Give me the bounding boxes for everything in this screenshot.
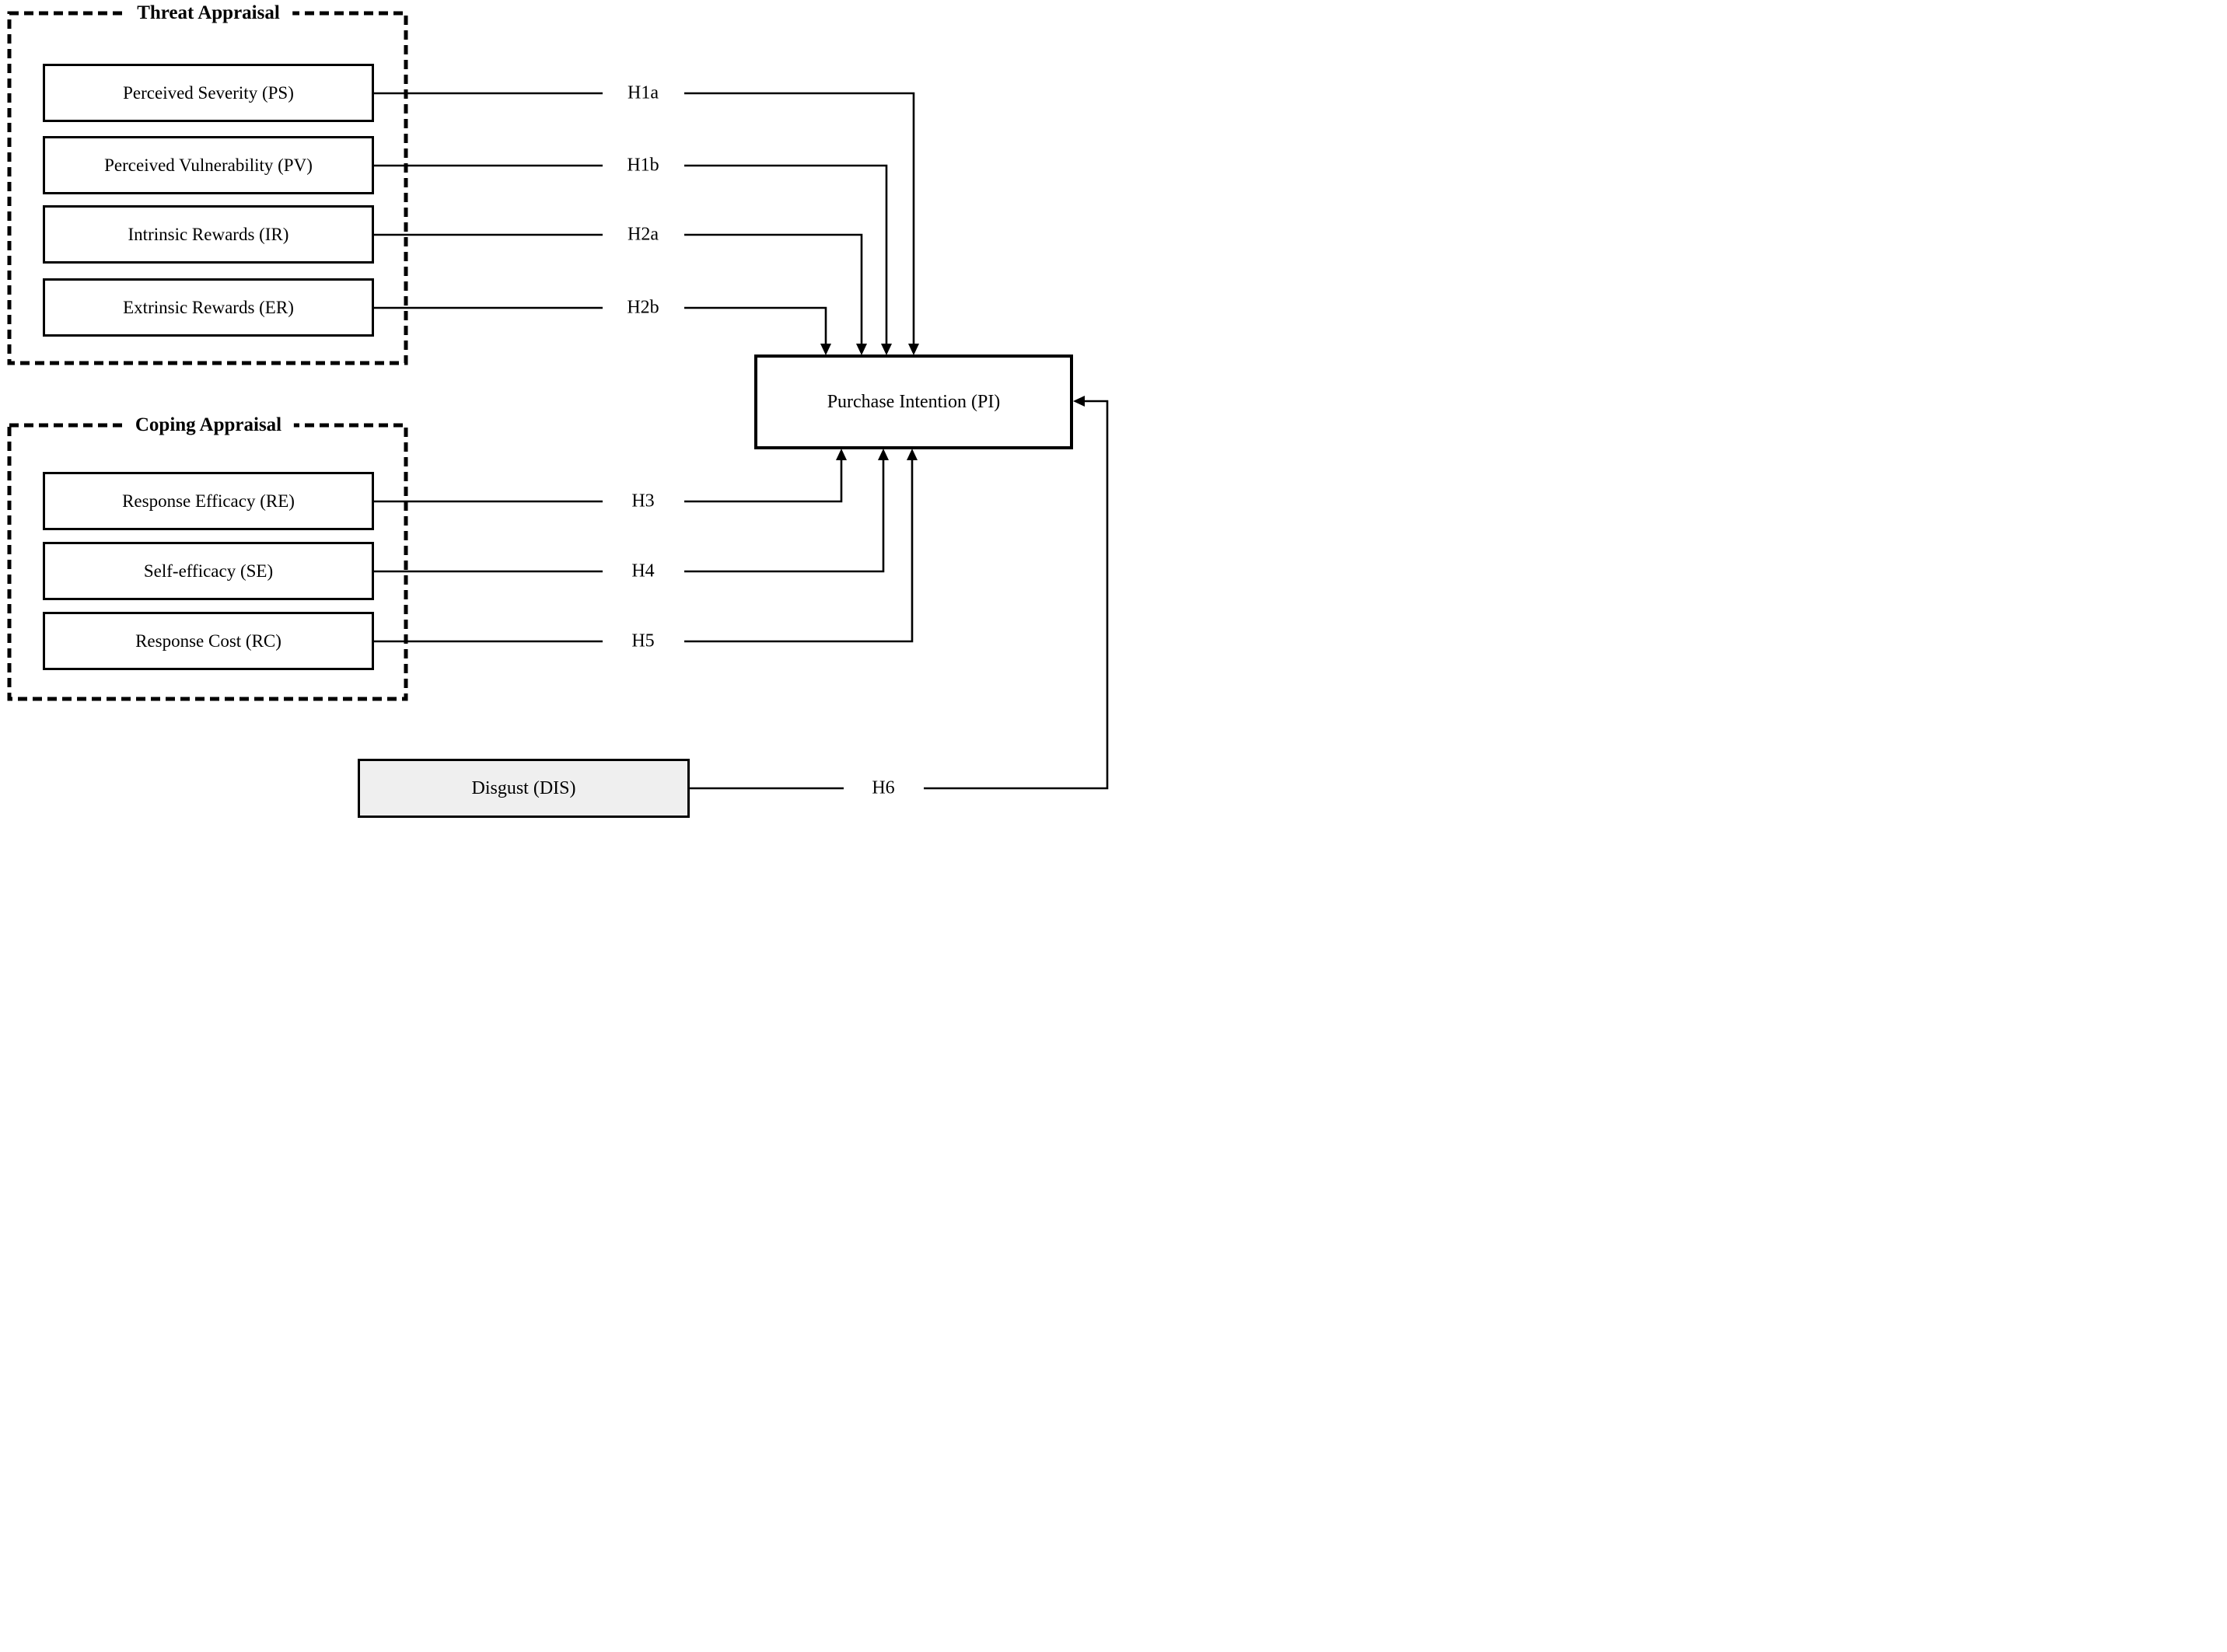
arrowhead-h5 [907,449,918,460]
box-perceived-severity: Perceived Severity (PS) [43,64,374,122]
arrowhead-h1b [881,344,892,355]
threat-group-title: Threat Appraisal [124,2,292,24]
hypothesis-label-h1b: H1b [624,155,663,176]
box-response-cost: Response Cost (RC) [43,612,374,670]
connector-h5 [374,449,918,643]
box-disgust: Disgust (DIS) [358,759,690,818]
box-label: Extrinsic Rewards (ER) [123,297,294,317]
box-label: Purchase Intention (PI) [827,391,1001,412]
box-label: Disgust (DIS) [471,777,576,798]
box-label: Response Cost (RC) [135,630,281,651]
connector-h2a [374,233,867,355]
connector-h1b [374,164,892,355]
arrowhead-h3 [836,449,847,460]
connector-layer [7,11,1109,790]
box-label: Response Efficacy (RE) [122,491,295,511]
box-label: Perceived Severity (PS) [123,82,294,103]
hypothesis-label-h2b: H2b [624,297,663,319]
arrowhead-h1a [908,344,919,355]
box-label: Intrinsic Rewards (IR) [128,224,289,244]
connector-h1a [374,92,919,355]
hypothesis-label-h3: H3 [628,491,658,512]
box-perceived-vulnerability: Perceived Vulnerability (PV) [43,136,374,194]
box-response-efficacy: Response Efficacy (RE) [43,472,374,530]
arrowhead-h2b [820,344,831,355]
box-purchase-intention: Purchase Intention (PI) [754,354,1073,449]
box-intrinsic-rewards: Intrinsic Rewards (IR) [43,205,374,264]
arrowhead-h4 [878,449,889,460]
box-label: Self-efficacy (SE) [143,561,274,581]
box-self-efficacy: Self-efficacy (SE) [43,542,374,600]
hypothesis-label-h1a: H1a [624,82,662,104]
box-label: Perceived Vulnerability (PV) [104,155,313,175]
hypothesis-label-h4: H4 [628,561,658,582]
hypothesis-label-h5: H5 [628,630,658,652]
connector-h4 [374,449,889,573]
hypothesis-label-h6: H6 [869,777,898,799]
box-extrinsic-rewards: Extrinsic Rewards (ER) [43,278,374,337]
connector-h3 [374,449,847,503]
coping-group-title: Coping Appraisal [122,414,295,436]
arrowhead-h6 [1073,396,1085,407]
pmt-model-diagram: Threat Appraisal Coping Appraisal Percei… [0,0,1114,826]
arrowhead-h2a [856,344,867,355]
hypothesis-label-h2a: H2a [624,224,662,246]
connector-h6 [690,396,1109,790]
connector-h2b [374,306,831,355]
